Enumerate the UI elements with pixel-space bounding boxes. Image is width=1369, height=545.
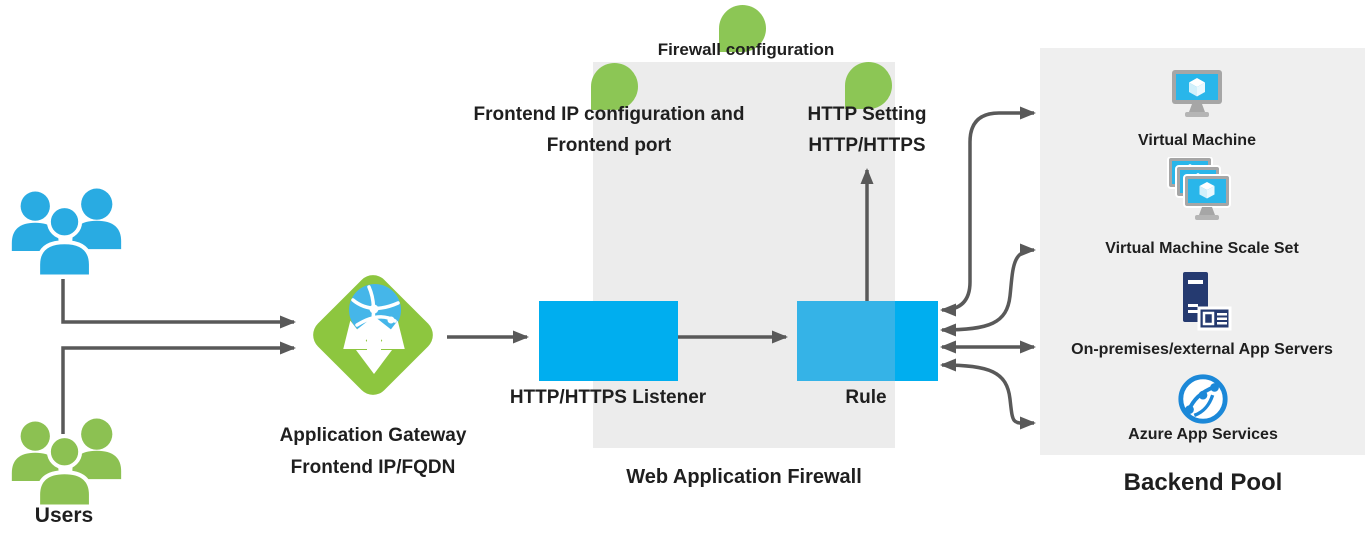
http-setting-line2: HTTP/HTTPS (808, 135, 926, 156)
frontend-ip-configuration-line2: Frontend port (546, 135, 672, 156)
frontend-ip-configuration-label: Frontend IP configuration and Frontend p… (474, 99, 745, 161)
on-premises-servers-label: On-premises/external App Servers (1071, 341, 1333, 358)
http-setting-label: HTTP Setting HTTP/HTTPS (808, 99, 927, 161)
http-setting-line1: HTTP Setting (807, 104, 927, 125)
http-listener-box (539, 301, 678, 381)
firewall-configuration-label: Firewall configuration (657, 40, 835, 59)
rule-box (797, 301, 938, 381)
http-listener-label: HTTP/HTTPS Listener (509, 387, 707, 408)
application-gateway-label-line1: Application Gateway (279, 425, 467, 446)
arrow-users-top-to-gateway (61, 279, 296, 329)
connector-rule-app-services (940, 358, 1036, 430)
firewall-configuration-bullet-icon (719, 5, 766, 52)
web-application-firewall-label: Web Application Firewall (626, 466, 862, 488)
rule-label: Rule (845, 387, 887, 408)
virtual-machine-scale-set-label: Virtual Machine Scale Set (1105, 240, 1299, 257)
connector-rule-virtual-machine (940, 106, 1036, 317)
virtual-machine-scale-set-icon (1166, 157, 1236, 233)
application-gateway-label: Application Gateway Frontend IP/FQDN (280, 420, 467, 484)
backend-pool-label: Backend Pool (1123, 469, 1283, 496)
frontend-ip-bullet-icon (591, 63, 638, 110)
application-gateway-icon (301, 263, 445, 407)
users-group-blue-icon (5, 184, 127, 279)
web-application-firewall-region (593, 62, 895, 448)
users-label: Users (34, 504, 94, 527)
users-group-green-icon (5, 414, 127, 509)
application-gateway-label-line2: Frontend IP/FQDN (290, 457, 456, 478)
on-premises-server-icon (1174, 272, 1232, 336)
azure-app-services-label: Azure App Services (1128, 426, 1278, 443)
virtual-machine-label: Virtual Machine (1138, 132, 1256, 149)
connector-rule-vm-scale-set (940, 243, 1036, 337)
azure-app-services-icon (1176, 372, 1230, 426)
http-setting-bullet-icon (845, 62, 892, 109)
virtual-machine-icon (1168, 70, 1226, 120)
frontend-ip-configuration-line1: Frontend IP configuration and (473, 104, 745, 125)
